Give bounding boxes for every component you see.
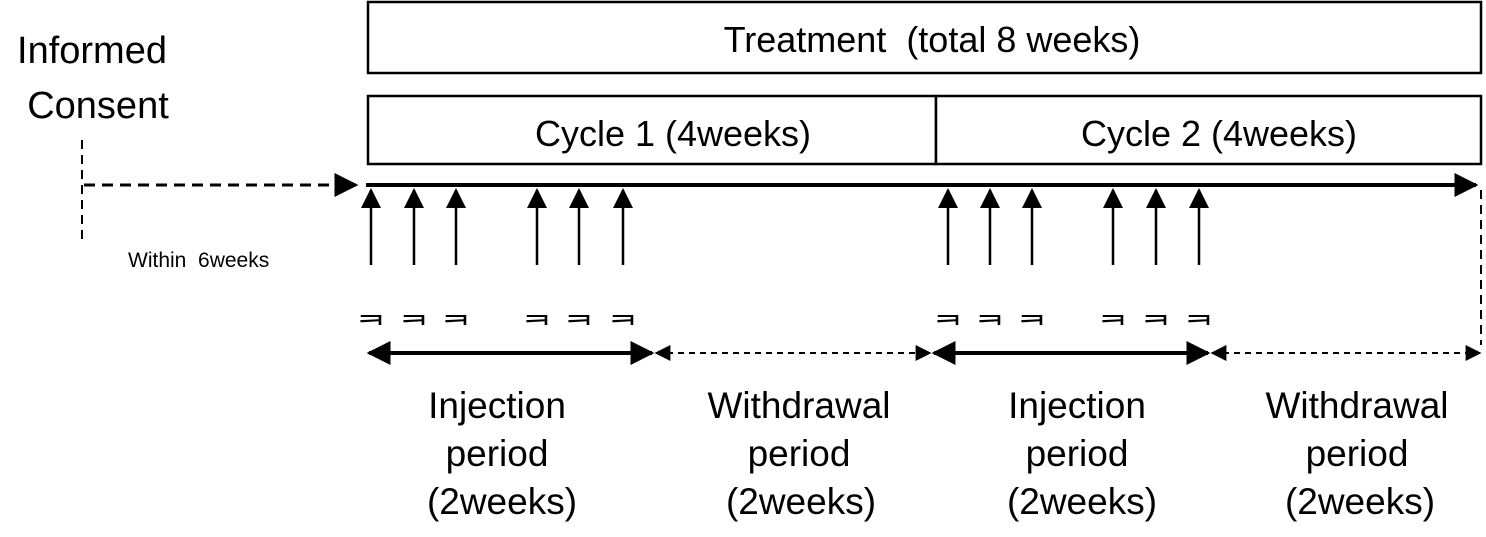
period-3-line1: Injection [1008, 385, 1146, 426]
cycle-1-box [366, 94, 938, 166]
injection-symbol: ᆿ [398, 291, 429, 331]
period-3-line2: period [1026, 433, 1129, 474]
injection-symbol: ᆿ [563, 291, 594, 331]
injection-symbol: ᆿ [440, 291, 471, 331]
period-2-line1: Withdrawal [708, 385, 891, 426]
injection-symbol: ᆿ [355, 291, 386, 331]
cycle-1-label: Cycle 1 (4weeks) [535, 113, 811, 154]
injection-symbol: ᆿ [1016, 291, 1047, 331]
period-1-line1: Injection [428, 385, 566, 426]
injection-symbol: ᆿ [1140, 291, 1171, 331]
injection-symbol: ᆿ [1183, 291, 1214, 331]
injection-symbol: ᆿ [521, 291, 552, 331]
period-4-line2: period [1306, 433, 1409, 474]
injection-symbol: ᆿ [974, 291, 1005, 331]
treatment-label: Treatment (total 8 weeks) [724, 19, 1141, 60]
treatment-box [366, 0, 1483, 75]
injection-symbol: ᆿ [607, 291, 638, 331]
cycle-2-label: Cycle 2 (4weeks) [1081, 113, 1357, 154]
period-4-line1: Withdrawal [1266, 385, 1449, 426]
period-1-line3: (2weeks) [427, 481, 577, 522]
consent-label-line2: Consent [27, 85, 169, 127]
period-2-line2: period [748, 433, 851, 474]
period-1-line2: period [446, 433, 549, 474]
period-4-line3: (2weeks) [1285, 481, 1435, 522]
injection-symbol: ᆿ [1097, 291, 1128, 331]
screening-label: Within 6weeks [128, 249, 269, 272]
cycle-2-box [934, 94, 1483, 166]
period-3-line3: (2weeks) [1007, 481, 1157, 522]
consent-label-line1: Informed [17, 30, 167, 72]
injection-symbol: ᆿ [932, 291, 963, 331]
period-2-line3: (2weeks) [726, 481, 876, 522]
